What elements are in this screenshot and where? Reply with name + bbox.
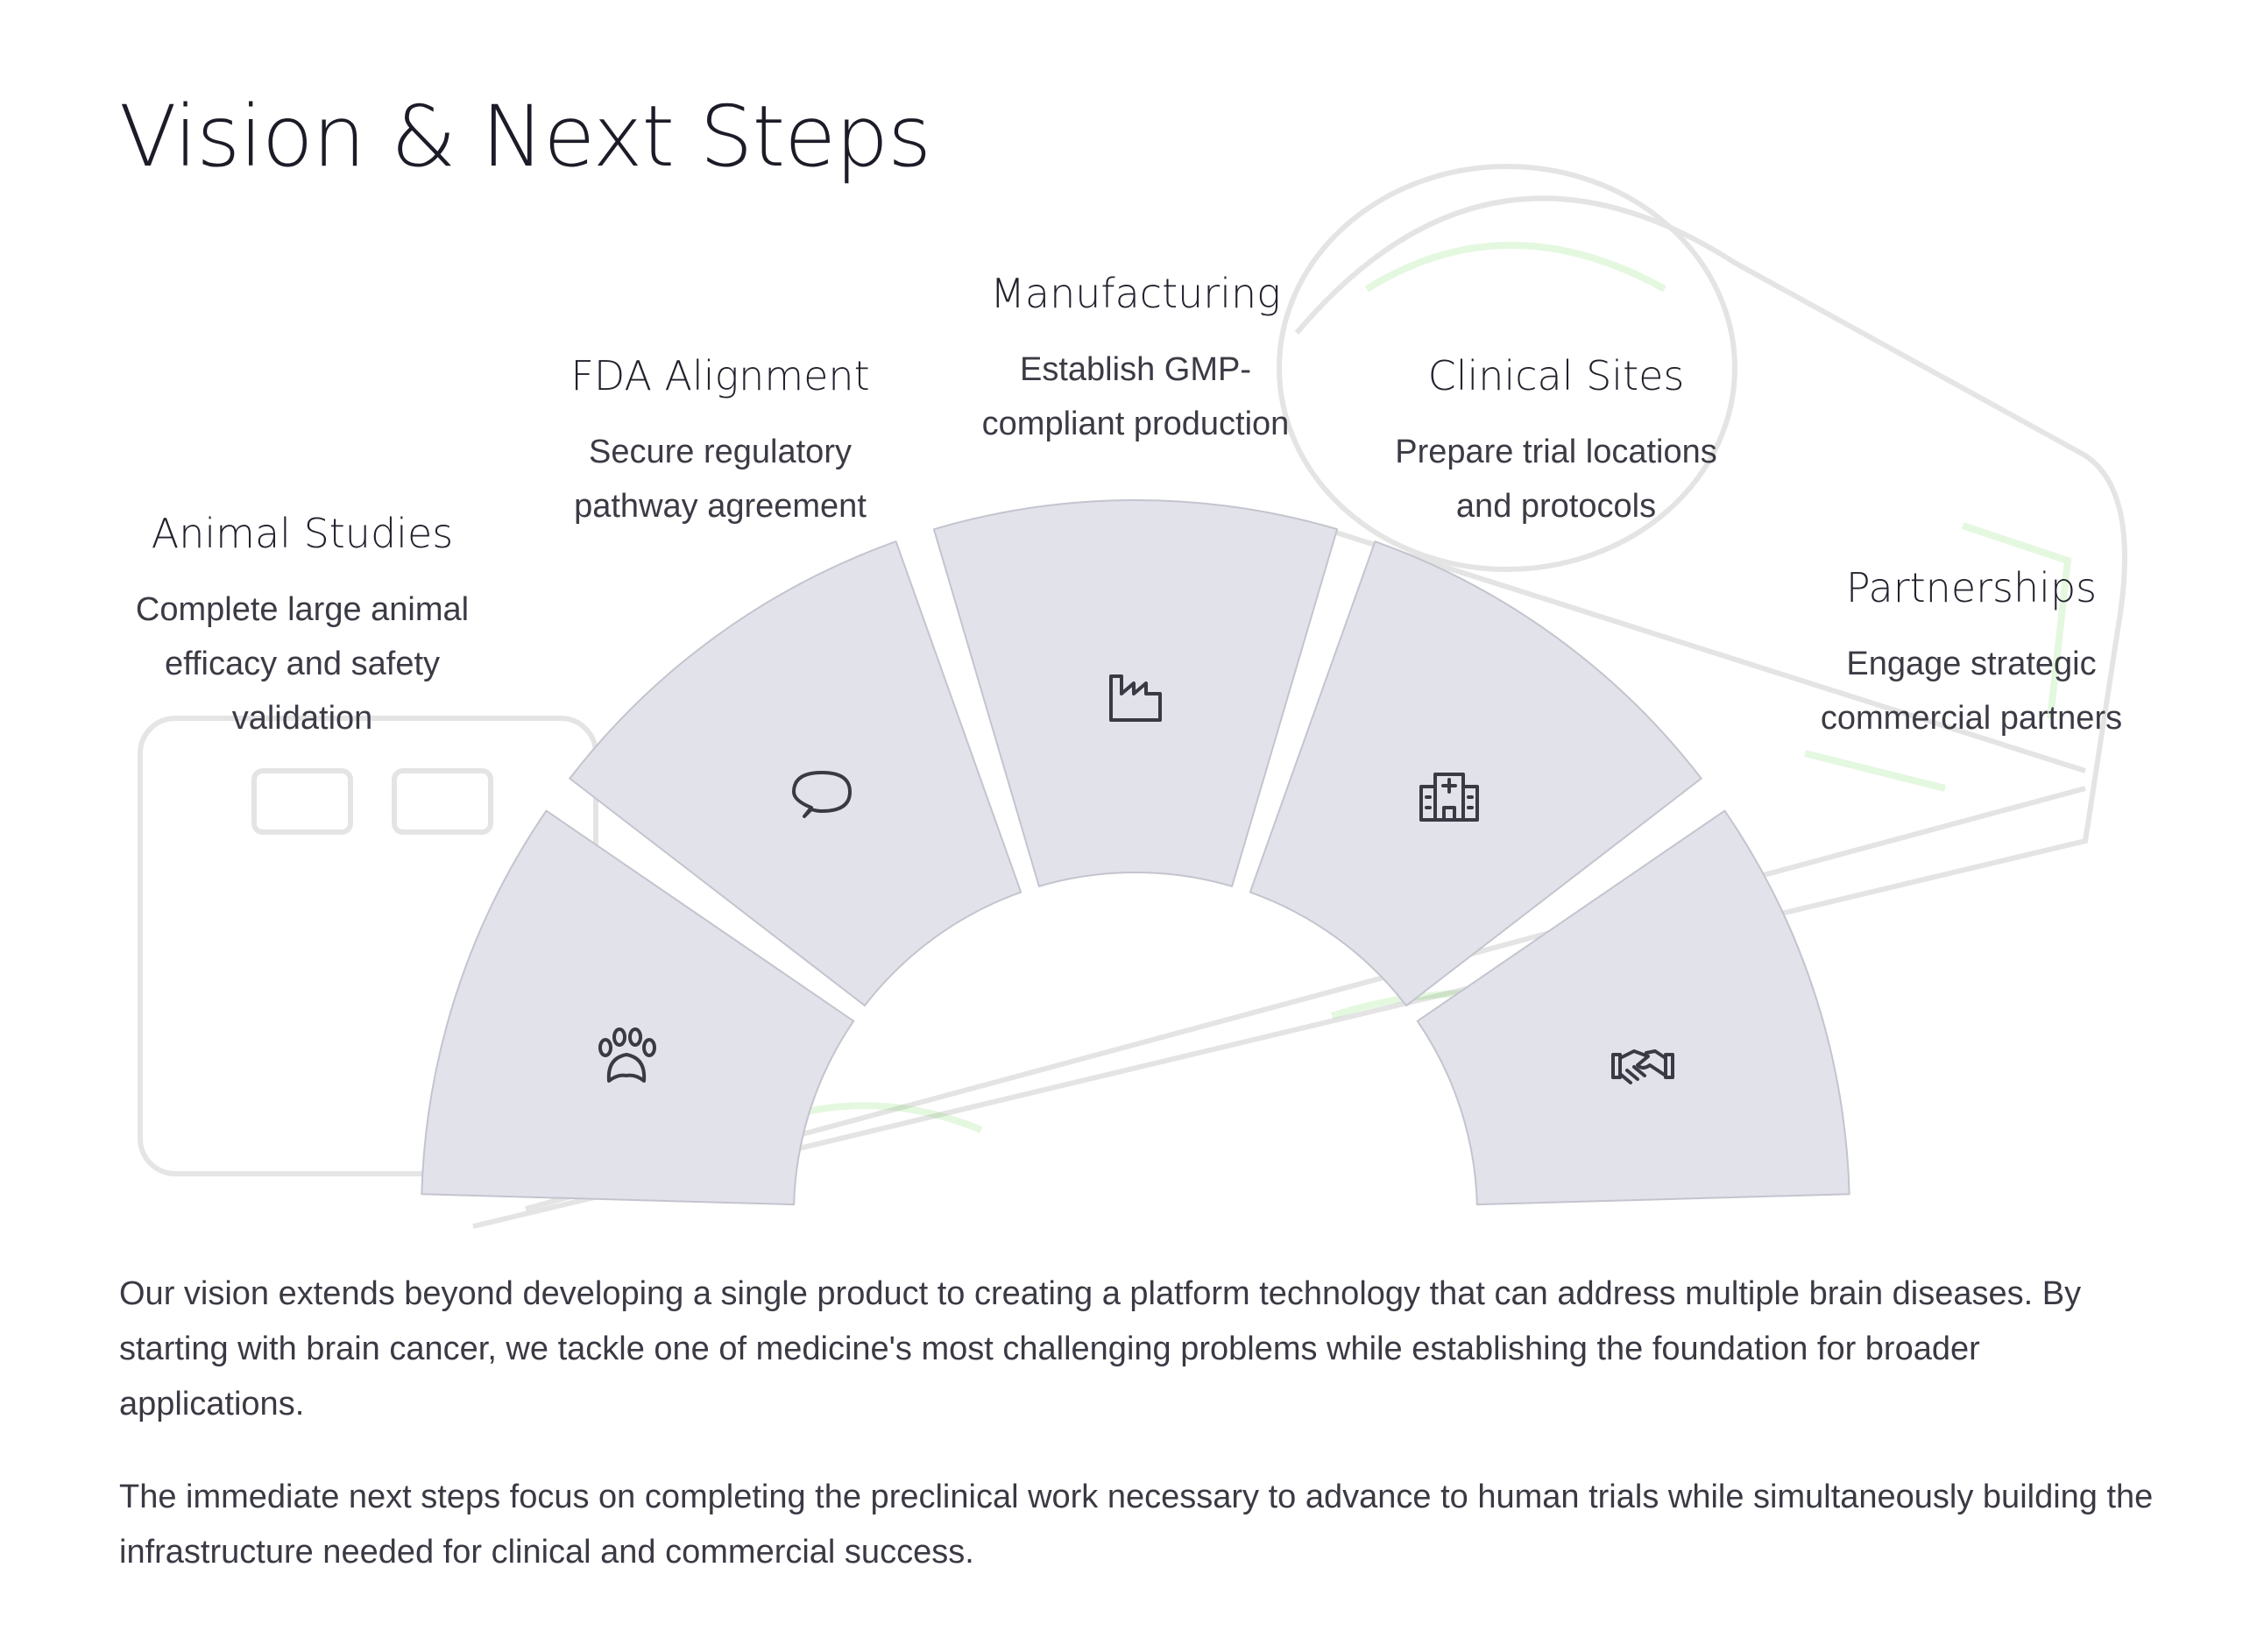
next-steps-paragraph: The immediate next steps focus on comple… — [119, 1479, 2154, 1571]
handshake-icon — [1611, 1049, 1674, 1084]
arc-segment-animal-studies — [421, 809, 855, 1206]
step-title: Manufacturing — [990, 270, 1281, 317]
hospital-icon — [1419, 773, 1479, 822]
step-clinical-sites: Clinical Sites Prepare trial locations a… — [1372, 352, 1740, 533]
factory-icon — [1109, 674, 1162, 722]
arc-segment-partnerships — [1416, 809, 1850, 1206]
step-title: Clinical Sites — [1427, 352, 1685, 399]
step-animal-studies: Animal Studies Complete large animal eff… — [123, 510, 482, 745]
step-manufacturing: Manufacturing Establish GMP-compliant pr… — [960, 270, 1311, 451]
step-description: Establish GMP-compliant production — [981, 351, 1290, 443]
page-title: Vision & Next Steps — [119, 88, 931, 186]
vision-paragraph: Our vision extends beyond developing a s… — [119, 1275, 2082, 1423]
step-description: Complete large animal efficacy and safet… — [135, 591, 470, 738]
step-fda-alignment: FDA Alignment Secure regulatory pathway … — [554, 352, 887, 533]
step-description: Secure regulatory pathway agreement — [574, 434, 867, 526]
step-title: FDA Alignment — [570, 352, 870, 399]
step-description: Engage strategic commercial partners — [1820, 646, 2123, 738]
speech-bubble-icon — [792, 771, 852, 818]
step-title: Animal Studies — [151, 510, 454, 557]
step-partnerships: Partnerships Engage strategic commercial… — [1796, 564, 2147, 745]
paw-icon — [598, 1027, 656, 1083]
step-title: Partnerships — [1845, 564, 2098, 611]
arc-segment-clinical-sites — [1249, 540, 1702, 1007]
step-description: Prepare trial locations and protocols — [1395, 434, 1717, 526]
arc-segment-fda-alignment — [569, 540, 1022, 1007]
